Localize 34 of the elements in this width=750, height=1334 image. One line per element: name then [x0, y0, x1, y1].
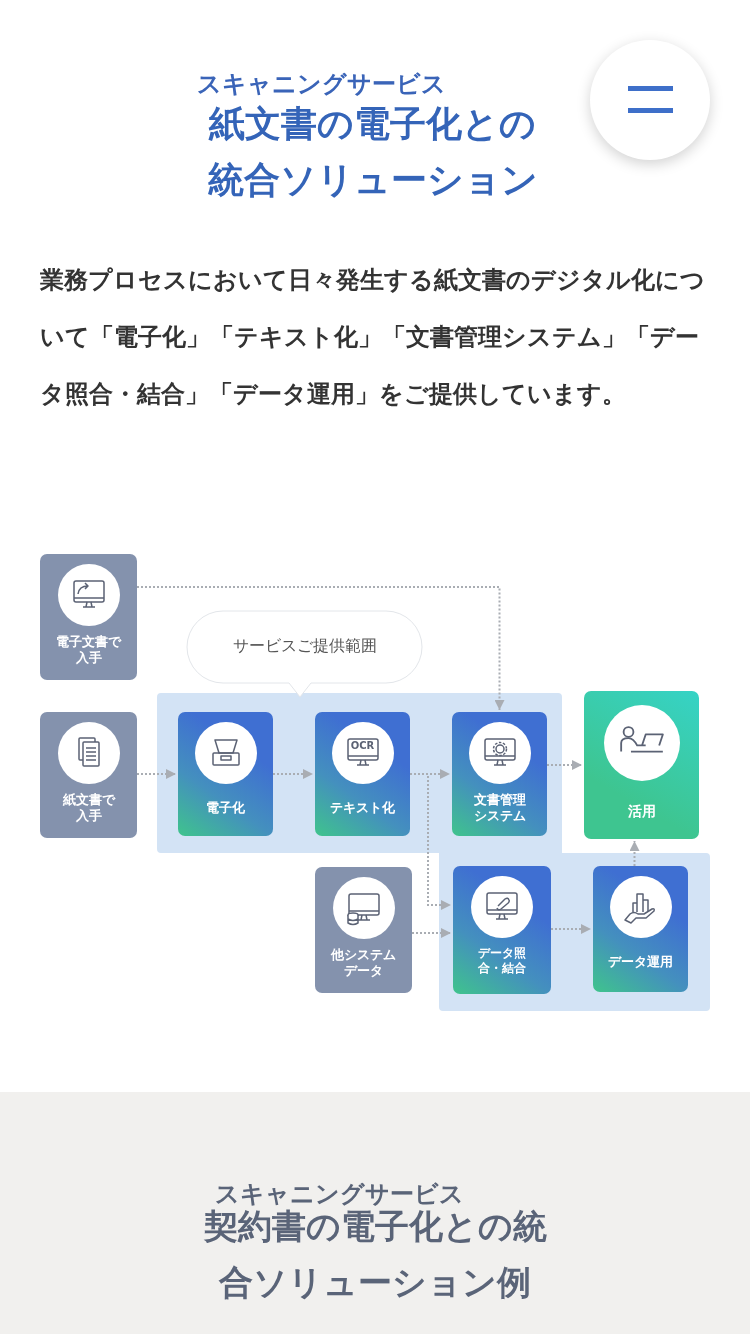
intro-paragraph: 業務プロセスにおいて日々発生する紙文書のデジタル化について「電子化」「テキスト化」「文書管理システム」「データ照合・結合」「データ運用」をご提供しています。: [40, 265, 706, 410]
arrow: [409, 773, 452, 910]
process-card: [315, 867, 412, 993]
process-card: [593, 866, 688, 992]
process-card: [40, 554, 137, 680]
arrow: [136, 769, 177, 779]
node-label: 他システムデータ: [329, 947, 397, 980]
process-card: [452, 712, 547, 836]
callout-bubble: [187, 611, 422, 698]
node-label: 活用: [626, 803, 657, 821]
arrow: [272, 769, 314, 779]
node-label: 紙文書で入手: [61, 792, 117, 825]
process-card: [40, 712, 137, 838]
section-title: 契約書の電子化との統合ソリューション例: [202, 1206, 548, 1304]
callout-text: サービスご提供範囲: [231, 636, 378, 657]
process-card: [178, 712, 273, 836]
arrow: [550, 924, 592, 934]
icon-text: OCR: [349, 739, 376, 753]
process-card: [315, 712, 410, 836]
arrow: [136, 586, 505, 711]
kicker-text: スキャニングサービス: [197, 70, 446, 98]
page-title: 紙文書の電子化との統合ソリューション: [206, 102, 539, 202]
arrow: [546, 760, 583, 770]
arrow: [629, 840, 640, 867]
node-label: 電子文書で入手: [55, 634, 123, 667]
kicker-text: スキャニングサービス: [215, 1180, 464, 1208]
node-label: データ照合・結合: [477, 946, 527, 976]
node-label: データ運用: [607, 954, 674, 971]
process-card: [584, 691, 699, 839]
arrow: [411, 928, 452, 938]
node-label: 文書管理システム: [472, 792, 527, 825]
process-card: [453, 866, 551, 994]
node-label: 電子化: [205, 800, 246, 817]
node-label: テキスト化: [329, 800, 396, 817]
